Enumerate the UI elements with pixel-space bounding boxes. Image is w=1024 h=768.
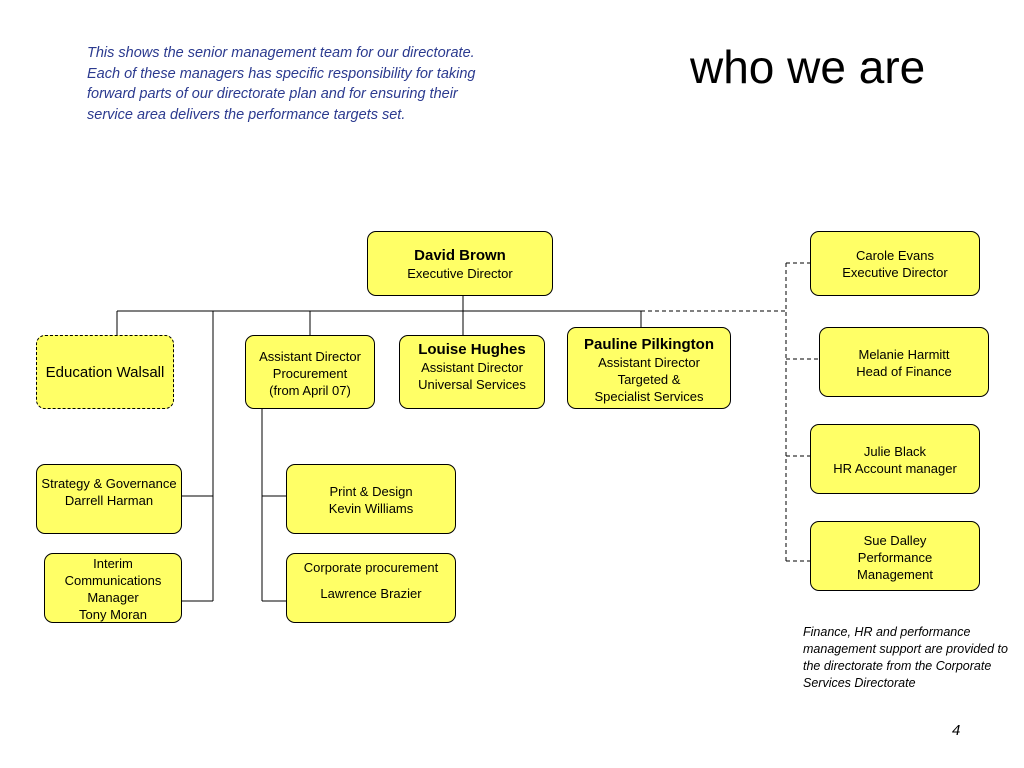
node-name: Louise Hughes: [418, 341, 526, 358]
node-name: Print & Design: [329, 484, 413, 499]
node-role-line: Assistant Director: [598, 355, 700, 370]
node-name: Carole Evans: [855, 248, 935, 263]
node-role-line: Targeted &: [617, 372, 681, 387]
node-name: Corporate procurement: [303, 560, 439, 575]
node-role: Head of Finance: [856, 364, 952, 379]
node-julie-black: Julie Black HR Account manager: [810, 424, 980, 494]
node-role-line: Universal Services: [418, 377, 526, 392]
node-line: Interim: [93, 556, 133, 571]
node-assistant-director-procurement: Assistant Director Procurement (from Apr…: [245, 335, 375, 409]
node-print-design: Print & Design Kevin Williams: [286, 464, 456, 534]
node-role-line: (from April 07): [269, 383, 351, 398]
node-melanie-harmitt: Melanie Harmitt Head of Finance: [819, 327, 989, 397]
intro-text: This shows the senior management team fo…: [87, 45, 476, 123]
node-pauline-pilkington: Pauline Pilkington Assistant Director Ta…: [567, 327, 731, 409]
node-carole-evans: Carole Evans Executive Director: [810, 231, 980, 296]
footnote: Finance, HR and performance management s…: [803, 625, 1008, 690]
node-line: Darrell Harman: [64, 493, 154, 508]
node-education-walsall: Education Walsall: [36, 335, 174, 409]
node-role-line: Management: [857, 567, 933, 582]
node-name: Melanie Harmitt: [858, 347, 950, 362]
node-line: Communications: [64, 573, 162, 588]
node-name: David Brown: [414, 247, 506, 264]
node-person: Lawrence Brazier: [320, 586, 422, 601]
page-title: who we are: [690, 41, 926, 93]
node-interim-communications: Interim Communications Manager Tony Mora…: [44, 553, 182, 623]
node-corporate-procurement: Corporate procurement Lawrence Brazier: [286, 553, 456, 623]
node-person: Kevin Williams: [328, 501, 414, 516]
node-line: Manager: [87, 590, 139, 605]
node-name: Sue Dalley: [863, 533, 927, 548]
node-louise-hughes: Louise Hughes Assistant Director Univers…: [399, 335, 545, 409]
node-role-line: Performance: [857, 550, 933, 565]
node-label: Education Walsall: [45, 363, 165, 381]
node-role-line: Procurement: [272, 366, 348, 381]
node-line: Tony Moran: [79, 607, 147, 622]
node-sue-dalley: Sue Dalley Performance Management: [810, 521, 980, 591]
node-role-line: Specialist Services: [594, 389, 704, 404]
node-role-line: Assistant Director: [421, 360, 523, 375]
node-role: HR Account manager: [833, 461, 957, 476]
node-name: Julie Black: [863, 444, 927, 459]
node-role-line: Assistant Director: [259, 349, 361, 364]
node-line: Strategy & Governance: [41, 476, 177, 491]
node-role: Executive Director: [842, 265, 948, 280]
node-name: Pauline Pilkington: [583, 336, 714, 353]
node-strategy-governance: Strategy & Governance Darrell Harman: [36, 464, 182, 534]
node-role: Executive Director: [407, 266, 513, 281]
node-david-brown: David Brown Executive Director: [367, 231, 553, 296]
page-number: 4: [952, 722, 961, 739]
